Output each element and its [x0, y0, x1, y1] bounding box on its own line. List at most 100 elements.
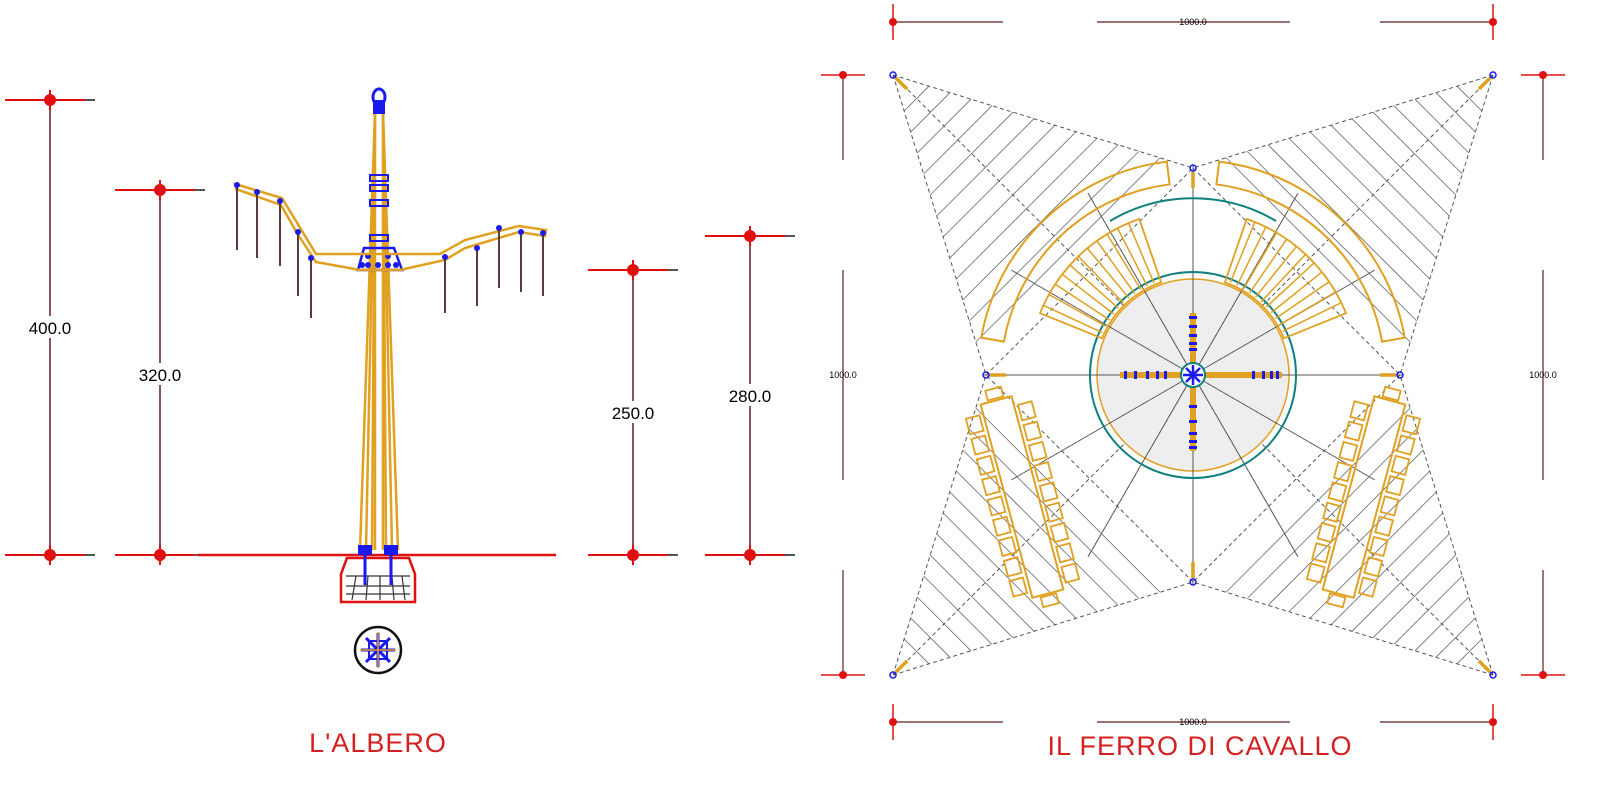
hub-fitting-icon	[1183, 365, 1203, 385]
seat-slat	[1229, 221, 1256, 283]
mast-clamp	[369, 174, 389, 182]
cross-bolt	[1146, 371, 1149, 379]
tensioner	[894, 76, 909, 91]
seat-slat	[1048, 293, 1107, 327]
cross-bolt	[1262, 371, 1265, 379]
chair	[1002, 556, 1023, 578]
seat-slat	[1270, 271, 1323, 314]
anchor-point	[1396, 371, 1404, 379]
tables	[964, 385, 1422, 609]
chair	[1343, 420, 1364, 442]
dimension-dot	[839, 71, 847, 79]
seat-slat	[1282, 301, 1342, 332]
chain-joint	[442, 254, 448, 260]
seat-slat	[1279, 291, 1336, 326]
chair	[1390, 454, 1411, 476]
anchor-point	[889, 71, 897, 79]
cross-bolt	[1252, 371, 1255, 379]
chair	[1322, 501, 1342, 523]
label-bg	[725, 384, 775, 406]
chair	[1049, 521, 1070, 544]
chair	[1395, 434, 1416, 456]
anchor-point	[1489, 671, 1497, 679]
chair	[1038, 481, 1059, 503]
chain-joint	[295, 229, 301, 235]
chair	[1311, 542, 1332, 564]
bench-arc	[1215, 160, 1406, 343]
seat-slat	[1242, 232, 1278, 290]
cross-bolt	[1189, 316, 1197, 319]
cross-bolt	[1164, 371, 1167, 379]
chair	[1326, 592, 1347, 609]
guy-line	[892, 374, 987, 676]
hatch-line	[955, 137, 1098, 280]
anchor-point	[1189, 578, 1197, 586]
chain-joint	[540, 230, 546, 236]
tensioner	[894, 659, 909, 674]
seat-slat	[1043, 304, 1103, 334]
dimension-dot	[889, 18, 897, 26]
hatch-line	[1267, 449, 1424, 606]
chair	[984, 385, 1005, 402]
guy-line	[1399, 74, 1494, 376]
seat-slat	[1116, 227, 1148, 287]
dimension-label: 1000.0	[829, 370, 857, 380]
hatch-line	[903, 638, 930, 665]
guy-line	[1399, 374, 1494, 676]
anchor-point	[982, 371, 990, 379]
dimension-dot	[1539, 671, 1547, 679]
tower-mast	[356, 87, 404, 551]
hub-bolt	[385, 262, 391, 268]
dimension-dot	[1539, 71, 1547, 79]
chain-joint	[474, 245, 480, 251]
mast-clamp	[369, 234, 389, 242]
bench-arc	[980, 160, 1171, 343]
anchor-point	[1489, 71, 1497, 79]
mast-clamp	[369, 199, 389, 207]
hatch-line	[1351, 118, 1450, 217]
hatch-line	[1288, 470, 1431, 613]
table-group	[1305, 385, 1422, 609]
anchor-point	[1189, 164, 1197, 172]
seat-slat	[1236, 226, 1267, 286]
cross-bolt	[1189, 405, 1197, 408]
plan-symbol-icon	[353, 625, 403, 675]
long-table	[1321, 395, 1407, 599]
hatch-line	[903, 85, 930, 112]
hub-bolt	[359, 262, 365, 268]
chair	[1368, 535, 1389, 558]
seat-slat	[1106, 233, 1142, 291]
chair	[1316, 521, 1337, 544]
seat-slat	[1077, 255, 1125, 304]
hatch-line	[936, 118, 1035, 217]
label-bg	[25, 316, 75, 338]
chair	[981, 474, 1001, 497]
hatch-line	[929, 111, 1014, 196]
chair	[1044, 501, 1064, 523]
guy-line	[892, 581, 1194, 676]
chair	[997, 535, 1018, 558]
chair	[986, 495, 1007, 517]
chair	[1033, 461, 1054, 483]
hatch-line	[1372, 111, 1457, 196]
cross-bolt	[1189, 420, 1197, 423]
chair	[1381, 385, 1402, 402]
top-fitting	[373, 100, 385, 114]
cross-bolt	[1189, 348, 1197, 351]
seat-slat	[1096, 240, 1136, 295]
chair	[1327, 481, 1348, 503]
ferro-title: IL FERRO DI CAVALLO	[1047, 731, 1352, 761]
albero-title: L'ALBERO	[309, 728, 447, 758]
seating-fan	[1038, 217, 1163, 340]
hatch-line	[1288, 137, 1431, 280]
chain-joint	[277, 198, 283, 204]
cross-bolt	[1189, 342, 1197, 345]
seat-slat	[1069, 264, 1119, 309]
guy-line	[892, 74, 987, 376]
anchors	[889, 71, 1497, 679]
anchor-point	[889, 671, 897, 679]
cross-bolt	[1189, 432, 1197, 435]
